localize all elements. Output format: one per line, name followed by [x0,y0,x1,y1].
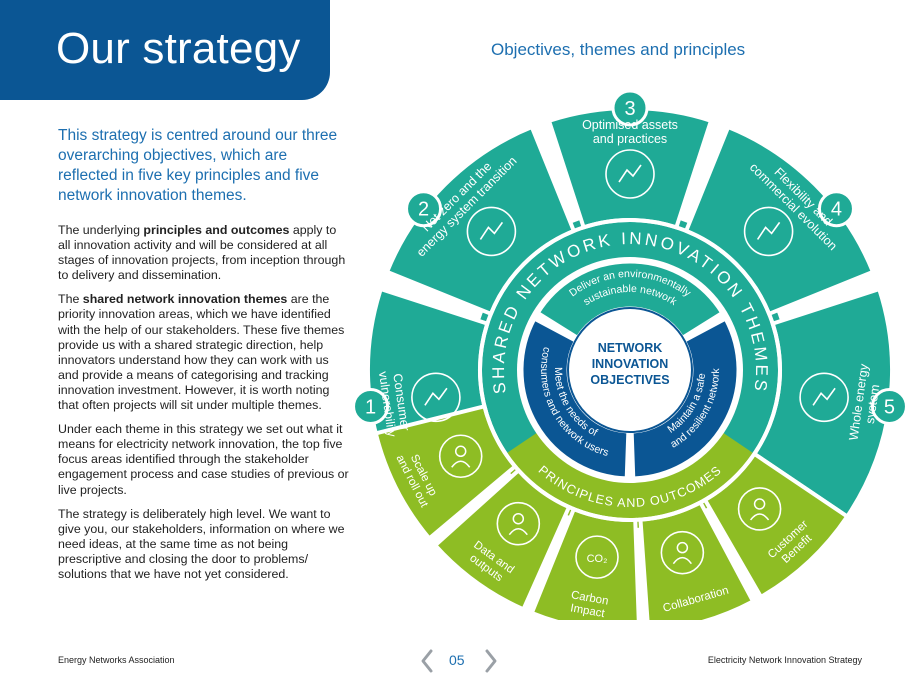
next-page-icon[interactable] [485,649,497,673]
footer-document-title: Electricity Network Innovation Strategy [707,655,862,665]
scale-up-icon [438,434,483,479]
chart-icon [466,206,517,257]
theme-number-badge [405,190,443,228]
data-icon [496,501,541,546]
paragraph: The underlying principles and outcomes a… [58,223,346,283]
house-people-icon [411,372,461,423]
footer-organisation: Energy Networks Association [58,655,175,665]
flex-arrows-icon [743,206,794,257]
principle-label: CarbonImpact [568,589,609,620]
theme-number: 4 [831,199,842,221]
network-nodes-icon [799,372,849,423]
gear-arrows-icon [605,149,655,199]
page-number: 05 [449,652,465,668]
customer-icon [737,487,782,531]
previous-page-icon[interactable] [421,649,433,673]
co2-icon: CO₂ [575,535,619,579]
paragraph: The strategy is deliberately high level.… [58,506,345,581]
intro-text: This strategy is centred around our thre… [58,127,338,204]
theme-number-badge [817,190,855,228]
collaboration-icon [660,530,705,575]
page-navigation: 05 [418,646,502,676]
paragraph: Under each theme in this strategy we set… [58,422,349,497]
title-banner: Our strategy [0,0,330,100]
theme-number: 2 [418,199,429,221]
theme-number-badge [352,387,390,425]
theme-number-badge [870,387,908,425]
diagram-subtitle: Objectives, themes and principles [491,40,746,59]
paragraph: The shared network innovation themes are… [58,292,345,413]
page-title: Our strategy [56,24,301,73]
theme-number: 1 [365,396,376,418]
body-text: The underlying principles and outcomes a… [58,223,350,591]
theme-number: 3 [624,98,635,120]
theme-number-badge [611,89,649,127]
svg-text:CO₂: CO₂ [587,553,608,565]
theme-number: 5 [884,396,895,418]
themes-ring [472,212,788,468]
